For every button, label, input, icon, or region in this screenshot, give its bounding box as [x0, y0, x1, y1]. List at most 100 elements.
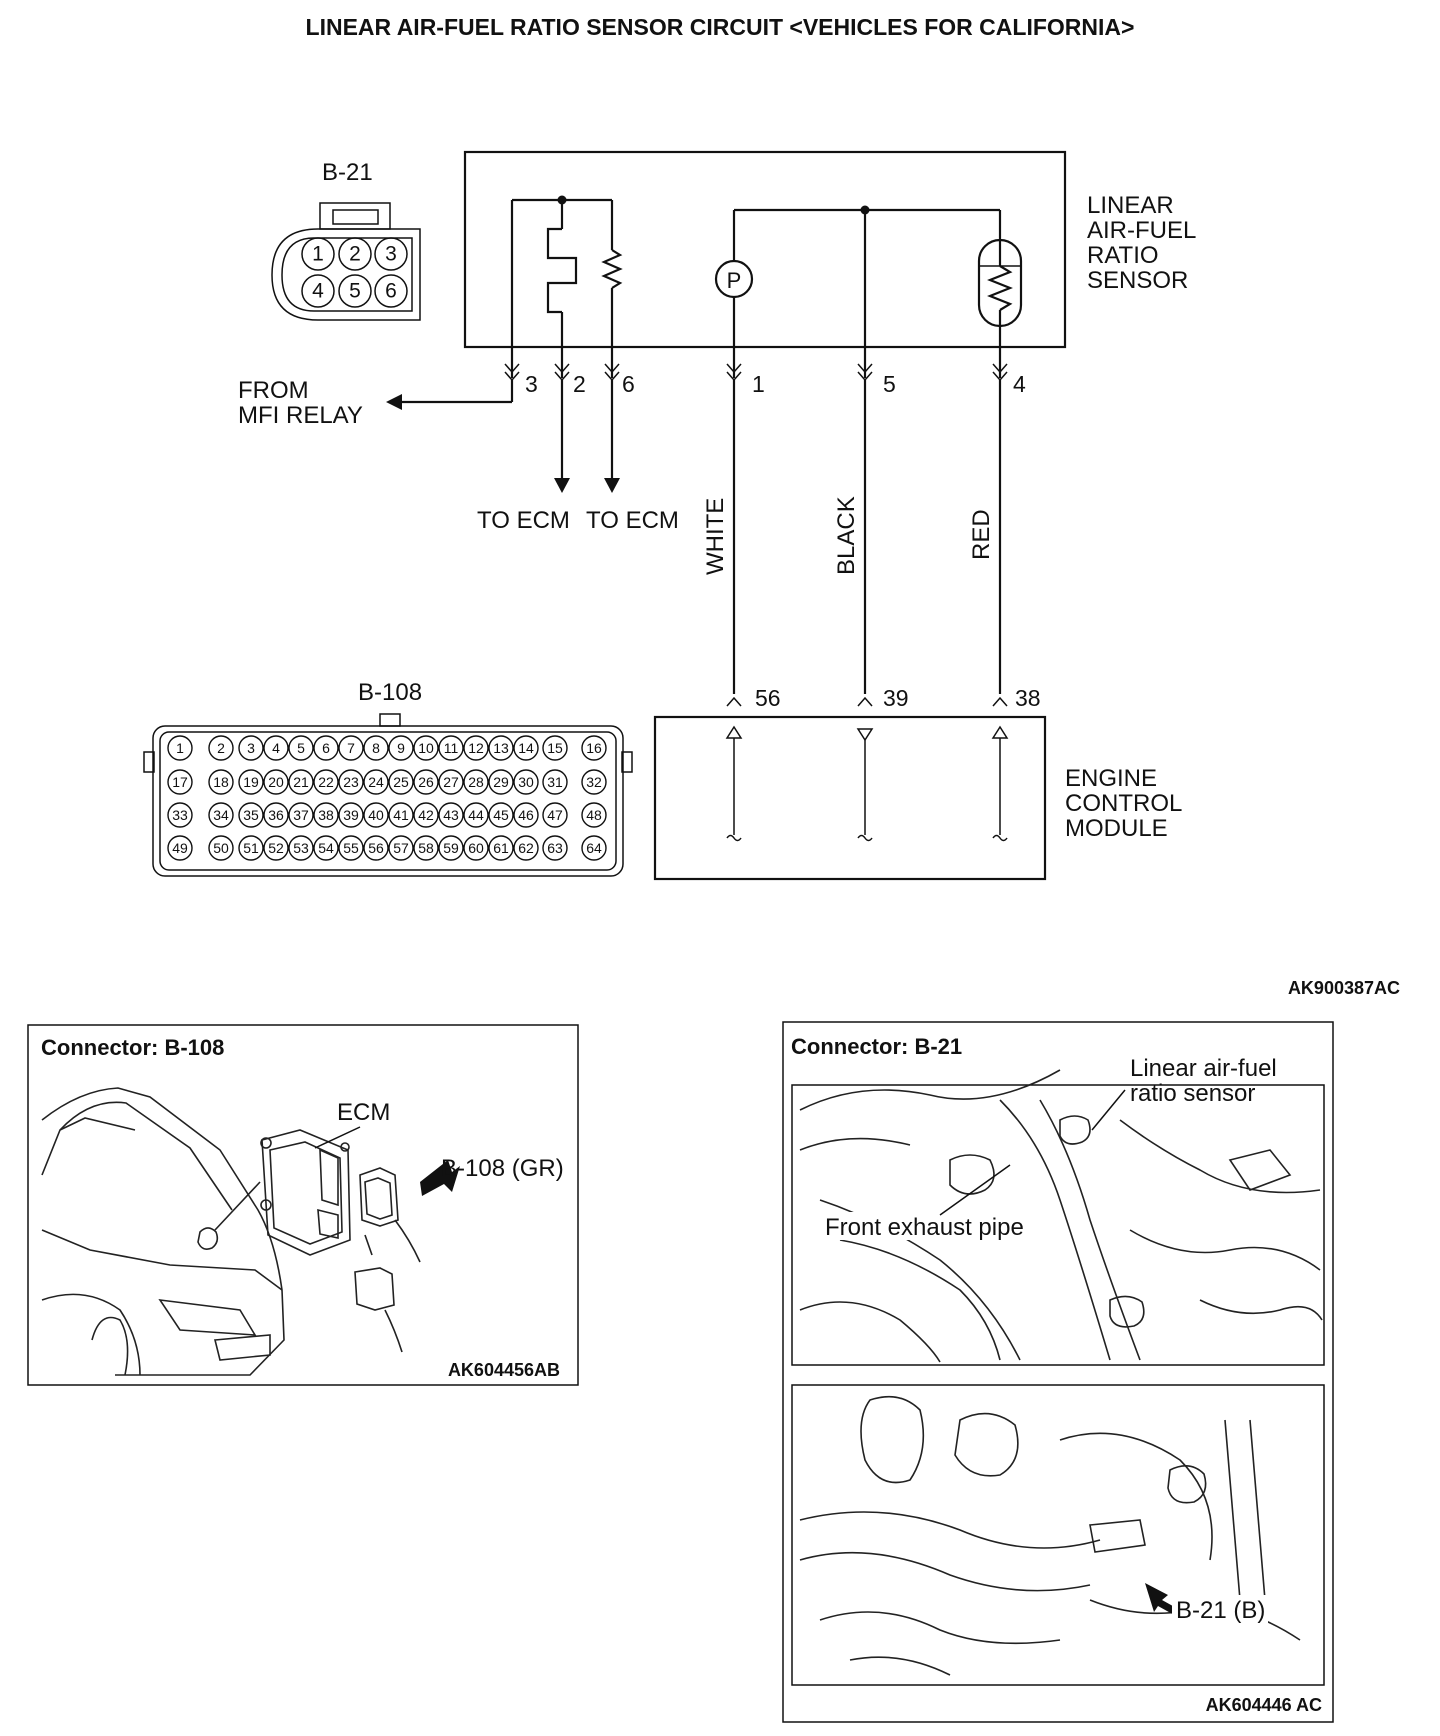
b108-pin-number: 55: [343, 840, 359, 856]
b108-pin-circle: [513, 735, 539, 761]
wire-color-white: WHITE: [702, 498, 729, 575]
b108-pin-number: 3: [247, 740, 255, 756]
b108-pin-number: 7: [347, 740, 355, 756]
b108-pin-circle: [288, 802, 314, 828]
b108-pin-number: 9: [397, 740, 405, 756]
b108-callout: B-108 (GR): [441, 1155, 564, 1182]
b108-pin-number: 53: [293, 840, 309, 856]
sensor-name-line: RATIO: [1087, 242, 1159, 269]
sensor-terminals: 3 2 6 1 5 4: [504, 363, 1026, 397]
b108-pin-circle: [488, 835, 514, 861]
sensor-name-line: AIR-FUEL: [1087, 217, 1196, 244]
b108-pin-number: 23: [343, 774, 359, 790]
b108-pin-number: 51: [243, 840, 259, 856]
b108-pin-number: 27: [443, 774, 459, 790]
ecm-illustration: [260, 1129, 460, 1353]
b108-pin-number: 56: [368, 840, 384, 856]
ecm-terminal-number: 39: [883, 685, 909, 711]
b108-pin-circle: [363, 802, 389, 828]
b108-pin-circle: [488, 769, 514, 795]
to-ecm-label: TO ECM: [477, 507, 570, 534]
sensor-callout-line1: Linear air-fuel: [1130, 1055, 1277, 1082]
b108-pin-number: 31: [547, 774, 563, 790]
ecm-name-line: MODULE: [1065, 815, 1168, 842]
b108-pin-number: 43: [443, 807, 459, 823]
b108-pin-circle: [363, 835, 389, 861]
b108-pin-circle: [438, 835, 464, 861]
b108-pin-number: 50: [213, 840, 229, 856]
b108-pin-circle: [338, 735, 364, 761]
b108-pin-number: 22: [318, 774, 334, 790]
ecm-terminal-number: 56: [755, 685, 781, 711]
b108-pin-number: 41: [393, 807, 409, 823]
b108-pin-number: 60: [468, 840, 484, 856]
panel-b108: Connector: B-108: [27, 1024, 579, 1386]
b108-pin-number: 38: [318, 807, 334, 823]
b108-pin-number: 40: [368, 807, 384, 823]
b108-pin-number: 13: [493, 740, 509, 756]
b108-pin-circle: [288, 735, 314, 761]
b108-pin-circle: [313, 735, 339, 761]
b108-pin-circle: [263, 735, 289, 761]
ecm-callout: ECM: [337, 1099, 390, 1126]
panel-b108-code: AK604456AB: [448, 1360, 560, 1380]
b108-pin-circle: [388, 802, 414, 828]
b21-pin: 1: [312, 243, 324, 266]
b108-pin-number: 21: [293, 774, 309, 790]
b108-pin-circle: [263, 835, 289, 861]
b108-pin-circle: [167, 769, 193, 795]
b108-pin-circle: [542, 769, 568, 795]
b108-pin-circle: [338, 769, 364, 795]
b108-pin-circle: [413, 769, 439, 795]
b108-pin-circle: [208, 735, 234, 761]
b108-pin-circle: [313, 769, 339, 795]
pipe-callout: Front exhaust pipe: [825, 1214, 1024, 1241]
b108-pin-number: 46: [518, 807, 534, 823]
b108-pin-number: 64: [586, 840, 602, 856]
b108-pin-number: 36: [268, 807, 284, 823]
b21-label: B-21: [322, 159, 373, 186]
diagram-code: AK900387AC: [1288, 978, 1400, 998]
terminal-number: 3: [525, 371, 538, 397]
b108-pin-circle: [167, 735, 193, 761]
b108-pin-number: 20: [268, 774, 284, 790]
sensor-name-line: SENSOR: [1087, 267, 1188, 294]
b108-pin-circle: [581, 802, 607, 828]
b108-pin-number: 61: [493, 840, 509, 856]
b108-pin-circle: [238, 802, 264, 828]
b108-pin-circle: [238, 735, 264, 761]
b108-pin-circle: [413, 735, 439, 761]
b108-pin-circle: [363, 735, 389, 761]
b108-pin-circle: [581, 835, 607, 861]
b21-pin: 3: [385, 243, 397, 266]
b108-pin-circle: [208, 769, 234, 795]
b108-pin-circle: [463, 802, 489, 828]
b108-pin-circle: [208, 835, 234, 861]
b108-pin-number: 59: [443, 840, 459, 856]
b108-pin-circle: [238, 835, 264, 861]
b108-pin-number: 62: [518, 840, 534, 856]
ecm-terminal-number: 38: [1015, 685, 1041, 711]
b108-pin-circle: [238, 769, 264, 795]
b108-pin-circle: [513, 802, 539, 828]
b108-pin-number: 19: [243, 774, 259, 790]
b108-pin-number: 54: [318, 840, 334, 856]
b108-pin-number: 57: [393, 840, 409, 856]
wires: [386, 380, 1002, 694]
b108-pin-circle: [513, 835, 539, 861]
terminal-number: 4: [1013, 371, 1026, 397]
b21-pin: 4: [312, 280, 324, 303]
b108-pin-number: 25: [393, 774, 409, 790]
b108-pin-circle: [338, 835, 364, 861]
b108-pin-number: 42: [418, 807, 434, 823]
b108-pin-circle: [388, 835, 414, 861]
b108-pin-number: 11: [444, 740, 459, 756]
b21-pin: 6: [385, 280, 397, 303]
b108-pin-number: 32: [586, 774, 602, 790]
sensor-name-line: LINEAR: [1087, 192, 1174, 219]
b108-pin-circle: [288, 835, 314, 861]
sensor-box: P LINEAR AIR-FUEL RATIO SENSOR: [463, 150, 1196, 378]
b108-pin-circle: [513, 769, 539, 795]
b108-pin-number: 52: [268, 840, 284, 856]
